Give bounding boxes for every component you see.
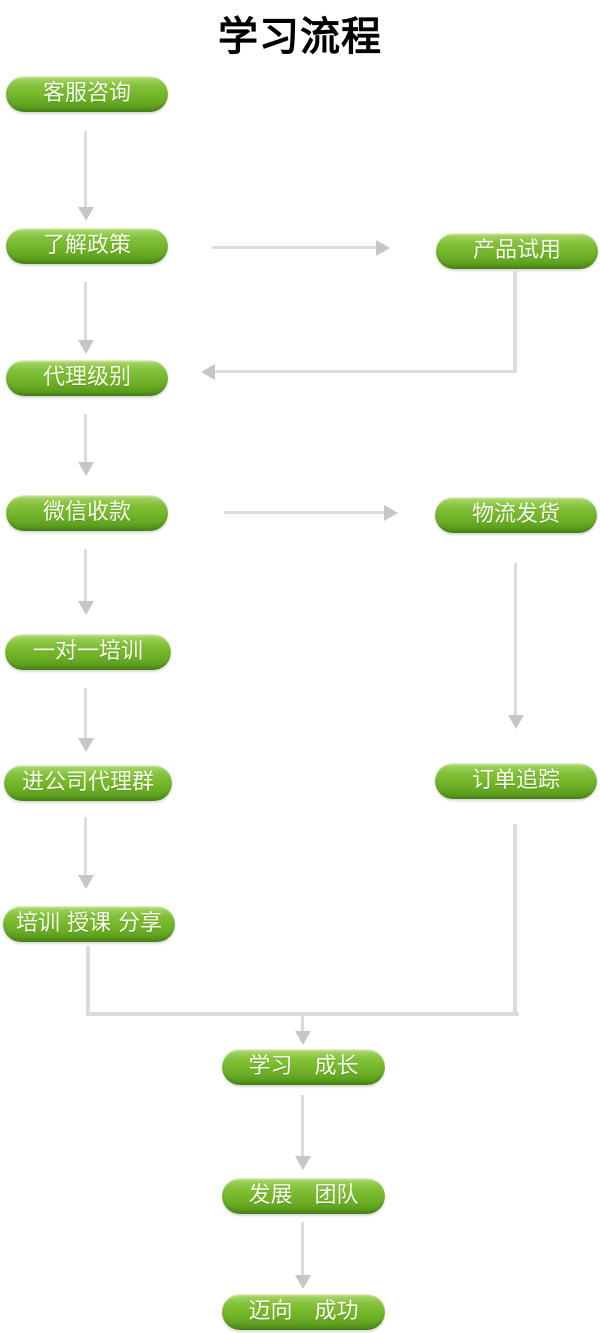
node-one-on-one-training: 一对一培训 [5, 634, 171, 670]
node-training-teach-share: 培训 授课 分享 [3, 906, 175, 942]
arrow-develop-to-success [294, 1222, 311, 1289]
arrowhead-down-icon [77, 875, 94, 889]
arrow-payment-to-shipping [224, 504, 398, 521]
node-customer-service: 客服咨询 [6, 76, 168, 112]
arrowhead-down-icon [294, 1031, 311, 1045]
line-sharing-down [86, 946, 90, 1016]
arrowhead-down-icon [77, 601, 94, 615]
node-develop-team: 发展 团队 [222, 1178, 385, 1214]
arrow-merge-to-learn [294, 1014, 311, 1045]
node-wechat-payment: 微信收款 [6, 495, 168, 531]
arrowhead-right-icon [376, 239, 390, 256]
arrow-consult-to-policy [77, 131, 94, 221]
line-tracking-down [513, 824, 517, 1016]
node-logistics-shipping: 物流发货 [435, 497, 597, 533]
node-order-tracking: 订单追踪 [435, 763, 597, 799]
node-product-trial: 产品试用 [436, 233, 598, 269]
arrowhead-down-icon [77, 340, 94, 354]
arrowhead-left-icon [201, 363, 215, 380]
arrow-trial-to-level [201, 363, 517, 380]
arrowhead-down-icon [77, 462, 94, 476]
arrow-learn-to-develop [294, 1095, 311, 1170]
arrow-payment-to-training [77, 549, 94, 615]
arrow-policy-to-level [77, 282, 94, 354]
arrow-level-to-payment [77, 414, 94, 476]
arrow-policy-to-trial [212, 239, 390, 256]
arrowhead-down-icon [77, 738, 94, 752]
arrowhead-down-icon [294, 1156, 311, 1170]
node-join-agent-group: 进公司代理群 [4, 765, 172, 801]
arrowhead-down-icon [294, 1275, 311, 1289]
arrow-shipping-to-tracking [507, 563, 524, 729]
arrow-group-to-sharing [77, 817, 94, 889]
arrowhead-down-icon [77, 207, 94, 221]
node-agent-level: 代理级别 [6, 360, 168, 396]
arrowhead-right-icon [384, 504, 398, 521]
node-understand-policy: 了解政策 [6, 228, 168, 264]
arrowhead-down-icon [507, 715, 524, 729]
line-trial-down [513, 271, 517, 373]
node-toward-success: 迈向 成功 [222, 1294, 385, 1330]
page-title: 学习流程 [218, 14, 382, 60]
node-learn-grow: 学习 成长 [222, 1049, 385, 1085]
arrow-training-to-group [77, 688, 94, 752]
